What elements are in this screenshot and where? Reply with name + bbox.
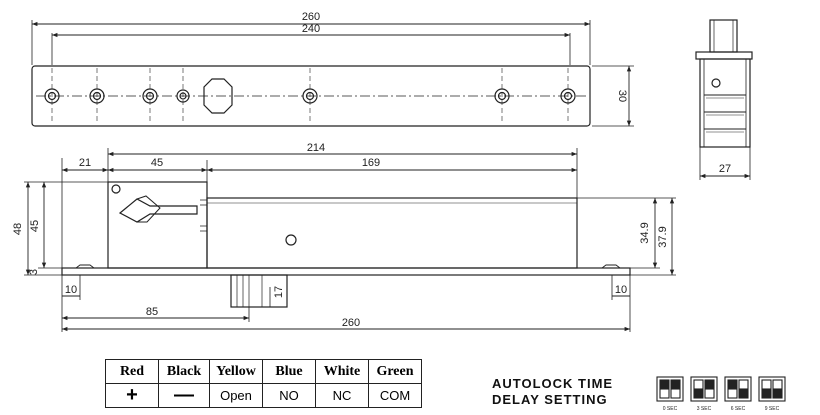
dim-10-right: 10 (615, 284, 627, 296)
wire-value-white: NC (315, 383, 369, 408)
wire-value-yellow: Open (209, 383, 263, 408)
dip-switch-9 (758, 376, 786, 402)
delay-setting-title: AUTOLOCK TIME DELAY SETTING (492, 376, 613, 408)
dip-switch-3 (690, 376, 718, 402)
wire-header-red: Red (105, 359, 159, 384)
dim-10-left: 10 (65, 284, 77, 296)
dim-48: 48 (12, 223, 24, 235)
dim-3: 3 (28, 269, 40, 275)
dim-30: 30 (616, 90, 628, 102)
wire-value-black: — (158, 383, 210, 408)
wire-header-black: Black (158, 359, 210, 384)
lever-cam (118, 198, 198, 223)
delay-title-line-1: AUTOLOCK TIME (492, 376, 614, 391)
dip-switch-0 (656, 376, 684, 402)
switch-label-6: 6 SEC (731, 406, 746, 412)
dim-260-top: 260 (302, 11, 320, 23)
wire-value-red: + (105, 383, 159, 408)
dim-260-bottom: 260 (342, 317, 360, 329)
top-view (31, 20, 634, 127)
bolt-body (206, 197, 578, 269)
dip-switch-6 (724, 376, 752, 402)
dim-37-9: 37.9 (657, 226, 669, 247)
top-plate (31, 65, 591, 127)
front-view (24, 148, 676, 332)
key-cylinder (203, 78, 233, 114)
delay-title-line-2: DELAY SETTING (492, 392, 608, 407)
side-view (695, 19, 753, 180)
base-plate (61, 267, 631, 276)
dim-34-9: 34.9 (639, 222, 651, 243)
dim-169: 169 (362, 157, 380, 169)
bottom-tab (230, 274, 288, 308)
lock-housing (107, 181, 208, 269)
dim-214: 214 (307, 142, 325, 154)
dim-27: 27 (719, 163, 731, 175)
wire-header-blue: Blue (262, 359, 316, 384)
wire-value-blue: NO (262, 383, 316, 408)
wire-table-value-row: + — Open NO NC COM (105, 383, 422, 408)
dim-45-h: 45 (151, 157, 163, 169)
wire-value-green: COM (368, 383, 422, 408)
dim-21: 21 (79, 157, 91, 169)
dim-45-v: 45 (29, 220, 41, 232)
screw-holes (44, 88, 576, 104)
dim-17: 17 (273, 286, 285, 298)
switch-label-9: 9 SEC (765, 406, 780, 412)
wire-table-header-row: Red Black Yellow Blue White Green (105, 359, 422, 384)
wire-color-table: Red Black Yellow Blue White Green + — Op… (105, 359, 422, 408)
wire-header-green: Green (368, 359, 422, 384)
dim-85: 85 (146, 306, 158, 318)
wire-header-yellow: Yellow (209, 359, 263, 384)
dim-240: 240 (302, 23, 320, 35)
wire-header-white: White (315, 359, 369, 384)
switch-label-0: 0 SEC (663, 406, 678, 412)
switch-label-3: 3 SEC (697, 406, 712, 412)
dip-switches (656, 376, 786, 402)
